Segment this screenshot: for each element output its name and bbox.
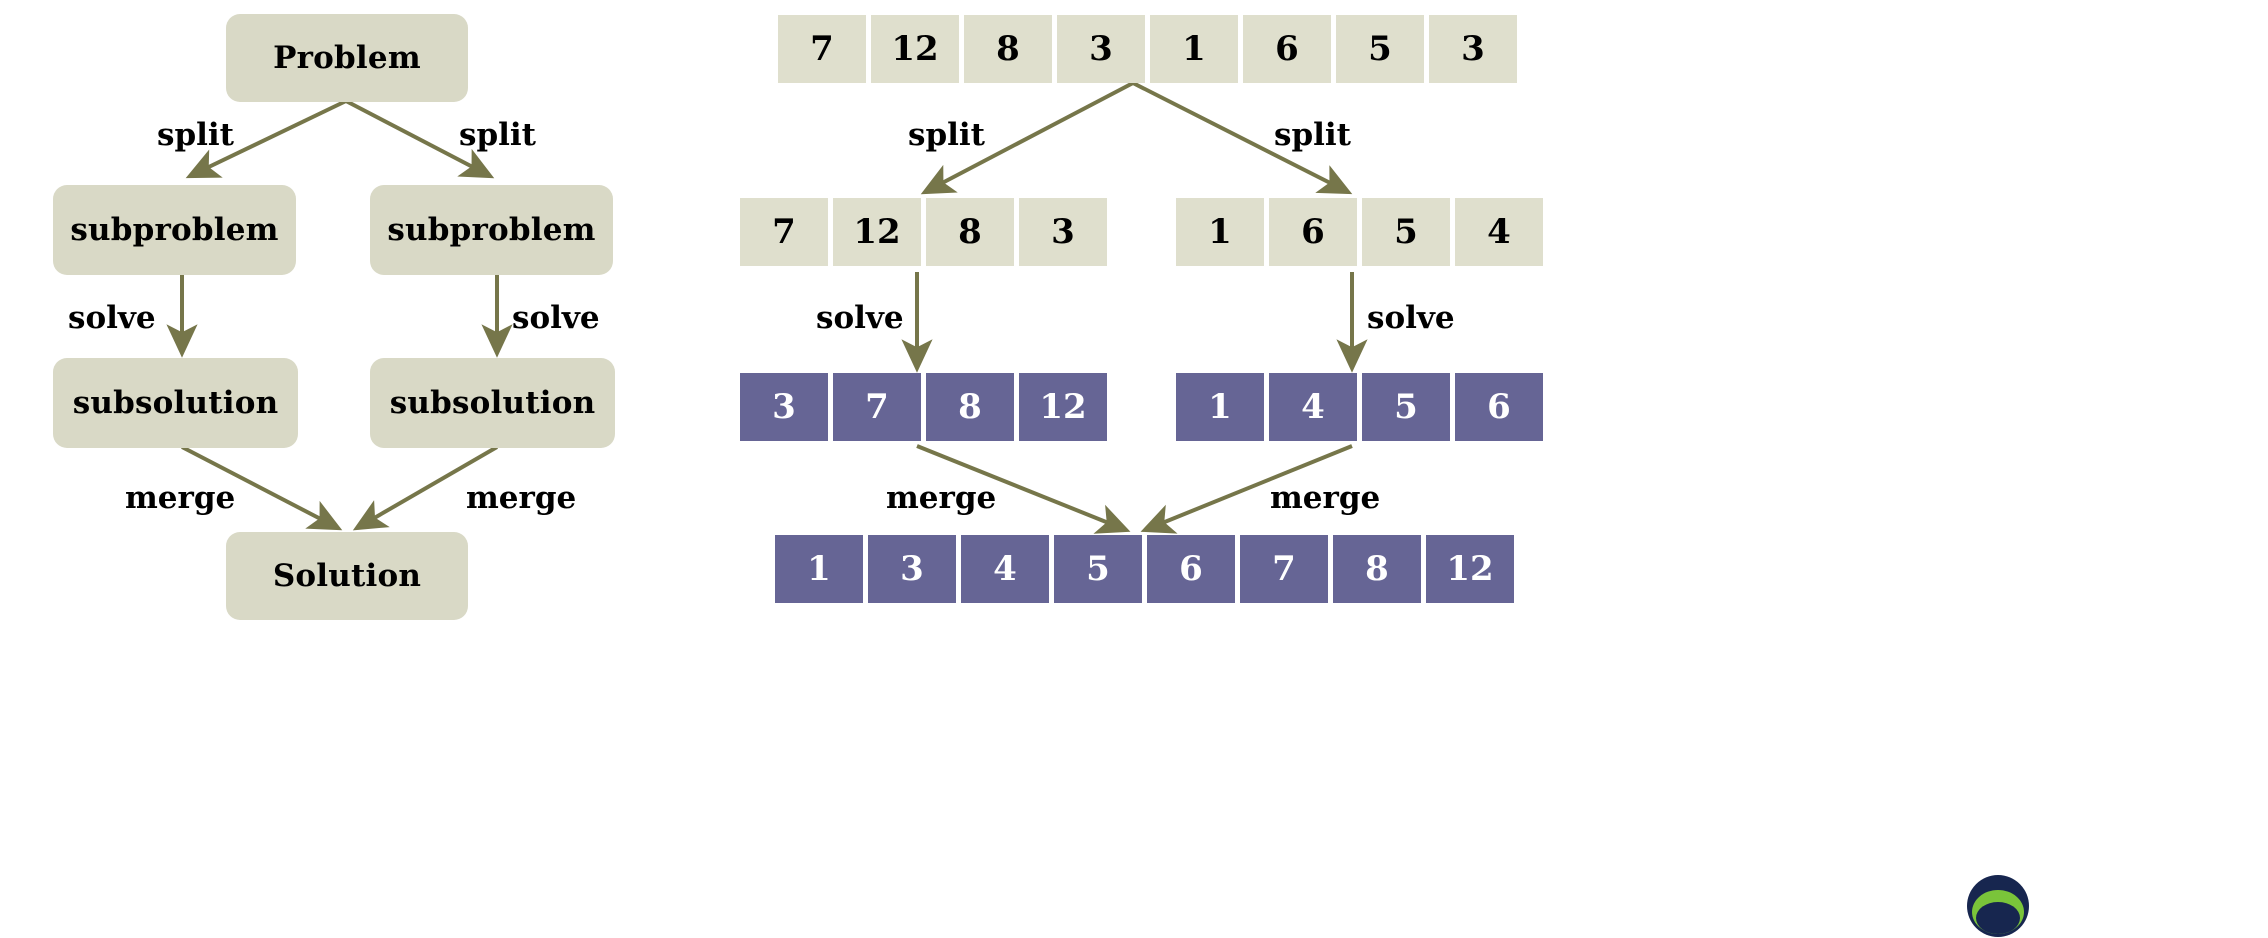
array-edge-label-solve-right: solve — [1367, 300, 1455, 336]
diagram-canvas: Problem subproblem subproblem subsolutio… — [53, 14, 2029, 937]
array-cell: 7 — [778, 15, 866, 83]
node-subsolution-left[interactable]: subsolution — [53, 358, 298, 448]
array-cell: 7 — [833, 373, 921, 441]
array-cell: 5 — [1054, 535, 1142, 603]
array-cell: 4 — [961, 535, 1049, 603]
array-cell: 8 — [926, 373, 1014, 441]
node-subproblem-left-label: subproblem — [70, 212, 279, 248]
circular-logo-icon — [1966, 874, 2030, 938]
array-cell: 3 — [1429, 15, 1517, 83]
edge-label-solve-right: solve — [512, 300, 600, 336]
array-cell: 1 — [1150, 15, 1238, 83]
array-cell: 6 — [1455, 373, 1543, 441]
array-edge-label-split-right: split — [1274, 117, 1352, 153]
node-subsolution-right-label: subsolution — [389, 385, 596, 421]
array-cell: 6 — [1269, 198, 1357, 266]
array-cell: 1 — [1176, 373, 1264, 441]
node-subsolution-right[interactable]: subsolution — [370, 358, 615, 448]
arrow-layer — [166, 81, 1368, 534]
array-cell: 3 — [868, 535, 956, 603]
array-cell: 6 — [1147, 535, 1235, 603]
array-cell: 1 — [775, 535, 863, 603]
array-cell: 4 — [1455, 198, 1543, 266]
node-subproblem-right-label: subproblem — [387, 212, 596, 248]
array-cell: 5 — [1362, 198, 1450, 266]
logo-glyph — [1967, 875, 2029, 937]
array-cell: 8 — [1333, 535, 1421, 603]
array-cell: 8 — [964, 15, 1052, 83]
node-solution[interactable]: Solution — [226, 532, 468, 620]
array-edge-label-merge-right: merge — [1270, 480, 1381, 516]
array-cell: 5 — [1362, 373, 1450, 441]
array-edge-label-merge-left: merge — [886, 480, 997, 516]
array-cell: 3 — [1057, 15, 1145, 83]
array-cell: 12 — [1426, 535, 1514, 603]
array-cell: 3 — [740, 373, 828, 441]
array-edge-label-solve-left: solve — [816, 300, 904, 336]
array-cell: 6 — [1243, 15, 1331, 83]
edge-label-solve-left: solve — [68, 300, 156, 336]
edge-label-merge-left: merge — [125, 480, 236, 516]
node-subsolution-left-label: subsolution — [72, 385, 279, 421]
edge-label-split-right: split — [459, 117, 537, 153]
array-cell: 8 — [926, 198, 1014, 266]
array-cell: 5 — [1336, 15, 1424, 83]
node-solution-label: Solution — [272, 558, 422, 594]
array-cell: 12 — [871, 15, 959, 83]
edge-label-split-left: split — [157, 117, 235, 153]
node-subproblem-right[interactable]: subproblem — [370, 185, 613, 275]
array-cell: 3 — [1019, 198, 1107, 266]
array-cell: 1 — [1176, 198, 1264, 266]
node-problem-label: Problem — [273, 40, 421, 76]
node-problem[interactable]: Problem — [226, 14, 468, 102]
node-subproblem-left[interactable]: subproblem — [53, 185, 296, 275]
array-cell: 7 — [740, 198, 828, 266]
array-cell: 4 — [1269, 373, 1357, 441]
array-cell: 12 — [1019, 373, 1107, 441]
array-cell: 7 — [1240, 535, 1328, 603]
edge-label-merge-right: merge — [466, 480, 577, 516]
array-cell: 12 — [833, 198, 921, 266]
array-edge-label-split-left: split — [908, 117, 986, 153]
